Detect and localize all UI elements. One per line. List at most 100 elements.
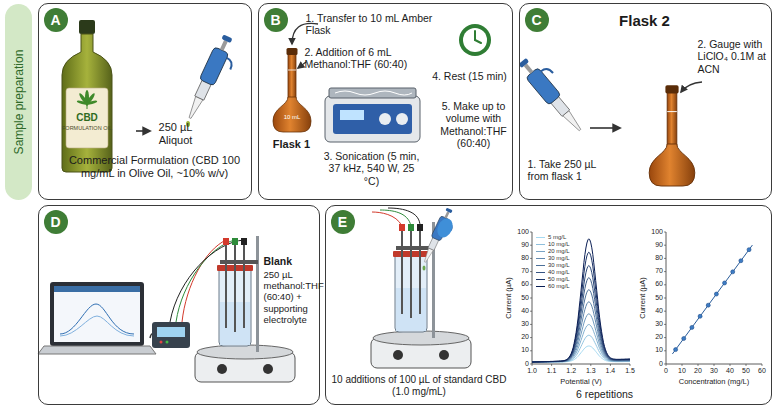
data-point [731, 270, 735, 274]
tick-mark [664, 298, 666, 299]
cable [150, 334, 152, 338]
legend-line [536, 237, 545, 238]
step-text: 4. Rest (15 min) [425, 70, 515, 83]
data-point [682, 337, 686, 341]
panel: Flask 21. Take 250 µL from flask 12. Gau… [519, 3, 772, 200]
bottle-label: CBD [66, 112, 108, 124]
tick-mark [666, 364, 667, 366]
tick-label: 10 [506, 346, 529, 354]
step-text: 10 additions of 100 µL of standard CBD (… [332, 374, 507, 398]
laptop-screen [54, 286, 140, 342]
sonicator-knob [396, 113, 408, 125]
tick-mark [664, 232, 666, 233]
tick-label: 1.3 [581, 367, 601, 375]
arrow [136, 130, 150, 132]
tick-label: 1.1 [542, 367, 562, 375]
tick-label: 0 [506, 360, 529, 368]
axis-title: Potential (V) [541, 377, 621, 386]
tick-mark [762, 364, 763, 366]
data-point [698, 314, 702, 318]
tick-label: 30 [640, 320, 663, 328]
tick-mark [530, 232, 532, 233]
laptop-base [38, 346, 156, 354]
legend-text: 40 mg/L [548, 269, 588, 276]
legend-line [536, 251, 545, 252]
tick-mark [530, 271, 532, 272]
tick-mark [730, 364, 731, 366]
tick-label: 50 [736, 367, 756, 375]
tick-label: 10 [672, 367, 692, 375]
tick-label: 100 [640, 228, 663, 236]
tick-mark [530, 245, 532, 246]
data-point [714, 292, 718, 296]
tick-label: 80 [640, 254, 663, 262]
tick-mark [664, 350, 666, 351]
flask-label: Flask 1 [266, 138, 318, 151]
data-point [739, 259, 743, 263]
tick-mark [664, 337, 666, 338]
tick-mark [682, 364, 683, 366]
laptop-screen-frame [50, 282, 144, 346]
potentiostat-led [160, 341, 163, 344]
bottle-label-area [66, 88, 108, 148]
tick-mark [530, 284, 532, 285]
tick-label: 60 [506, 280, 529, 288]
volume-label: 250 µL Aliquot [150, 121, 202, 147]
tick-label: 20 [640, 333, 663, 341]
tick-label: 60 [752, 367, 772, 375]
tick-mark [746, 364, 747, 366]
electrochemical-cell [371, 222, 471, 368]
tick-label: 60 [640, 280, 663, 288]
bottle-cap [79, 20, 95, 34]
panel-letter: E [331, 210, 355, 234]
window-bar [54, 286, 140, 292]
panel-letter-badge: D [44, 210, 68, 234]
step-text: 5. Make up to volume with Methanol:THF (… [436, 100, 512, 150]
legend-line [536, 279, 545, 280]
tick-label: 80 [506, 254, 529, 262]
tick-mark [714, 364, 715, 366]
legend-line [536, 265, 545, 266]
tick-mark [664, 311, 666, 312]
tick-mark [532, 364, 533, 366]
legend-text: 50 mg/L [548, 276, 588, 283]
sample-description: Commercial Formulation (CBD 100 mg/mL in… [62, 154, 248, 180]
step-text: 1. Transfer to 10 mL Amber Flask [306, 12, 446, 37]
tick-label: 0 [640, 360, 663, 368]
voltammogram-curve [532, 239, 630, 362]
tick-mark [698, 364, 699, 366]
tick-mark [530, 258, 532, 259]
pipette [516, 51, 592, 135]
tick-mark [530, 311, 532, 312]
cable [388, 208, 420, 226]
tick-label: 40 [640, 307, 663, 315]
bottle-label: FORMULATION OIL [62, 125, 112, 131]
tick-label: 1.0 [522, 367, 542, 375]
data-point [674, 348, 678, 352]
curved-arrow [681, 82, 702, 92]
tick-mark [610, 364, 611, 366]
legend-line [536, 244, 545, 245]
tick-mark [664, 324, 666, 325]
leaflet [76, 100, 87, 106]
screen-curve [60, 316, 134, 336]
tick-label: 50 [640, 294, 663, 302]
potentiostat-led [166, 341, 169, 344]
sonicator-panel [333, 104, 412, 134]
tick-label: 20 [688, 367, 708, 375]
tick-mark [530, 298, 532, 299]
pipette [183, 33, 243, 125]
data-point [747, 248, 751, 252]
tick-mark [530, 324, 532, 325]
repetition-note: 6 repetitions [560, 388, 650, 401]
tick-label: 70 [506, 267, 529, 275]
sonicator-bath [329, 88, 416, 98]
axis-title: Concentration (mg/L) [654, 377, 774, 386]
tick-mark [571, 364, 572, 366]
panel-letter-badge: B [264, 8, 288, 32]
tick-label: 70 [640, 267, 663, 275]
panel: Blank250 µL methanol:THF (60:40) + suppo… [38, 205, 320, 405]
blank-heading: Blank [264, 255, 320, 268]
step-text: 2. Gauge with LiClO₄ 0.1M at ACN [698, 38, 770, 76]
leaflet [86, 100, 97, 106]
